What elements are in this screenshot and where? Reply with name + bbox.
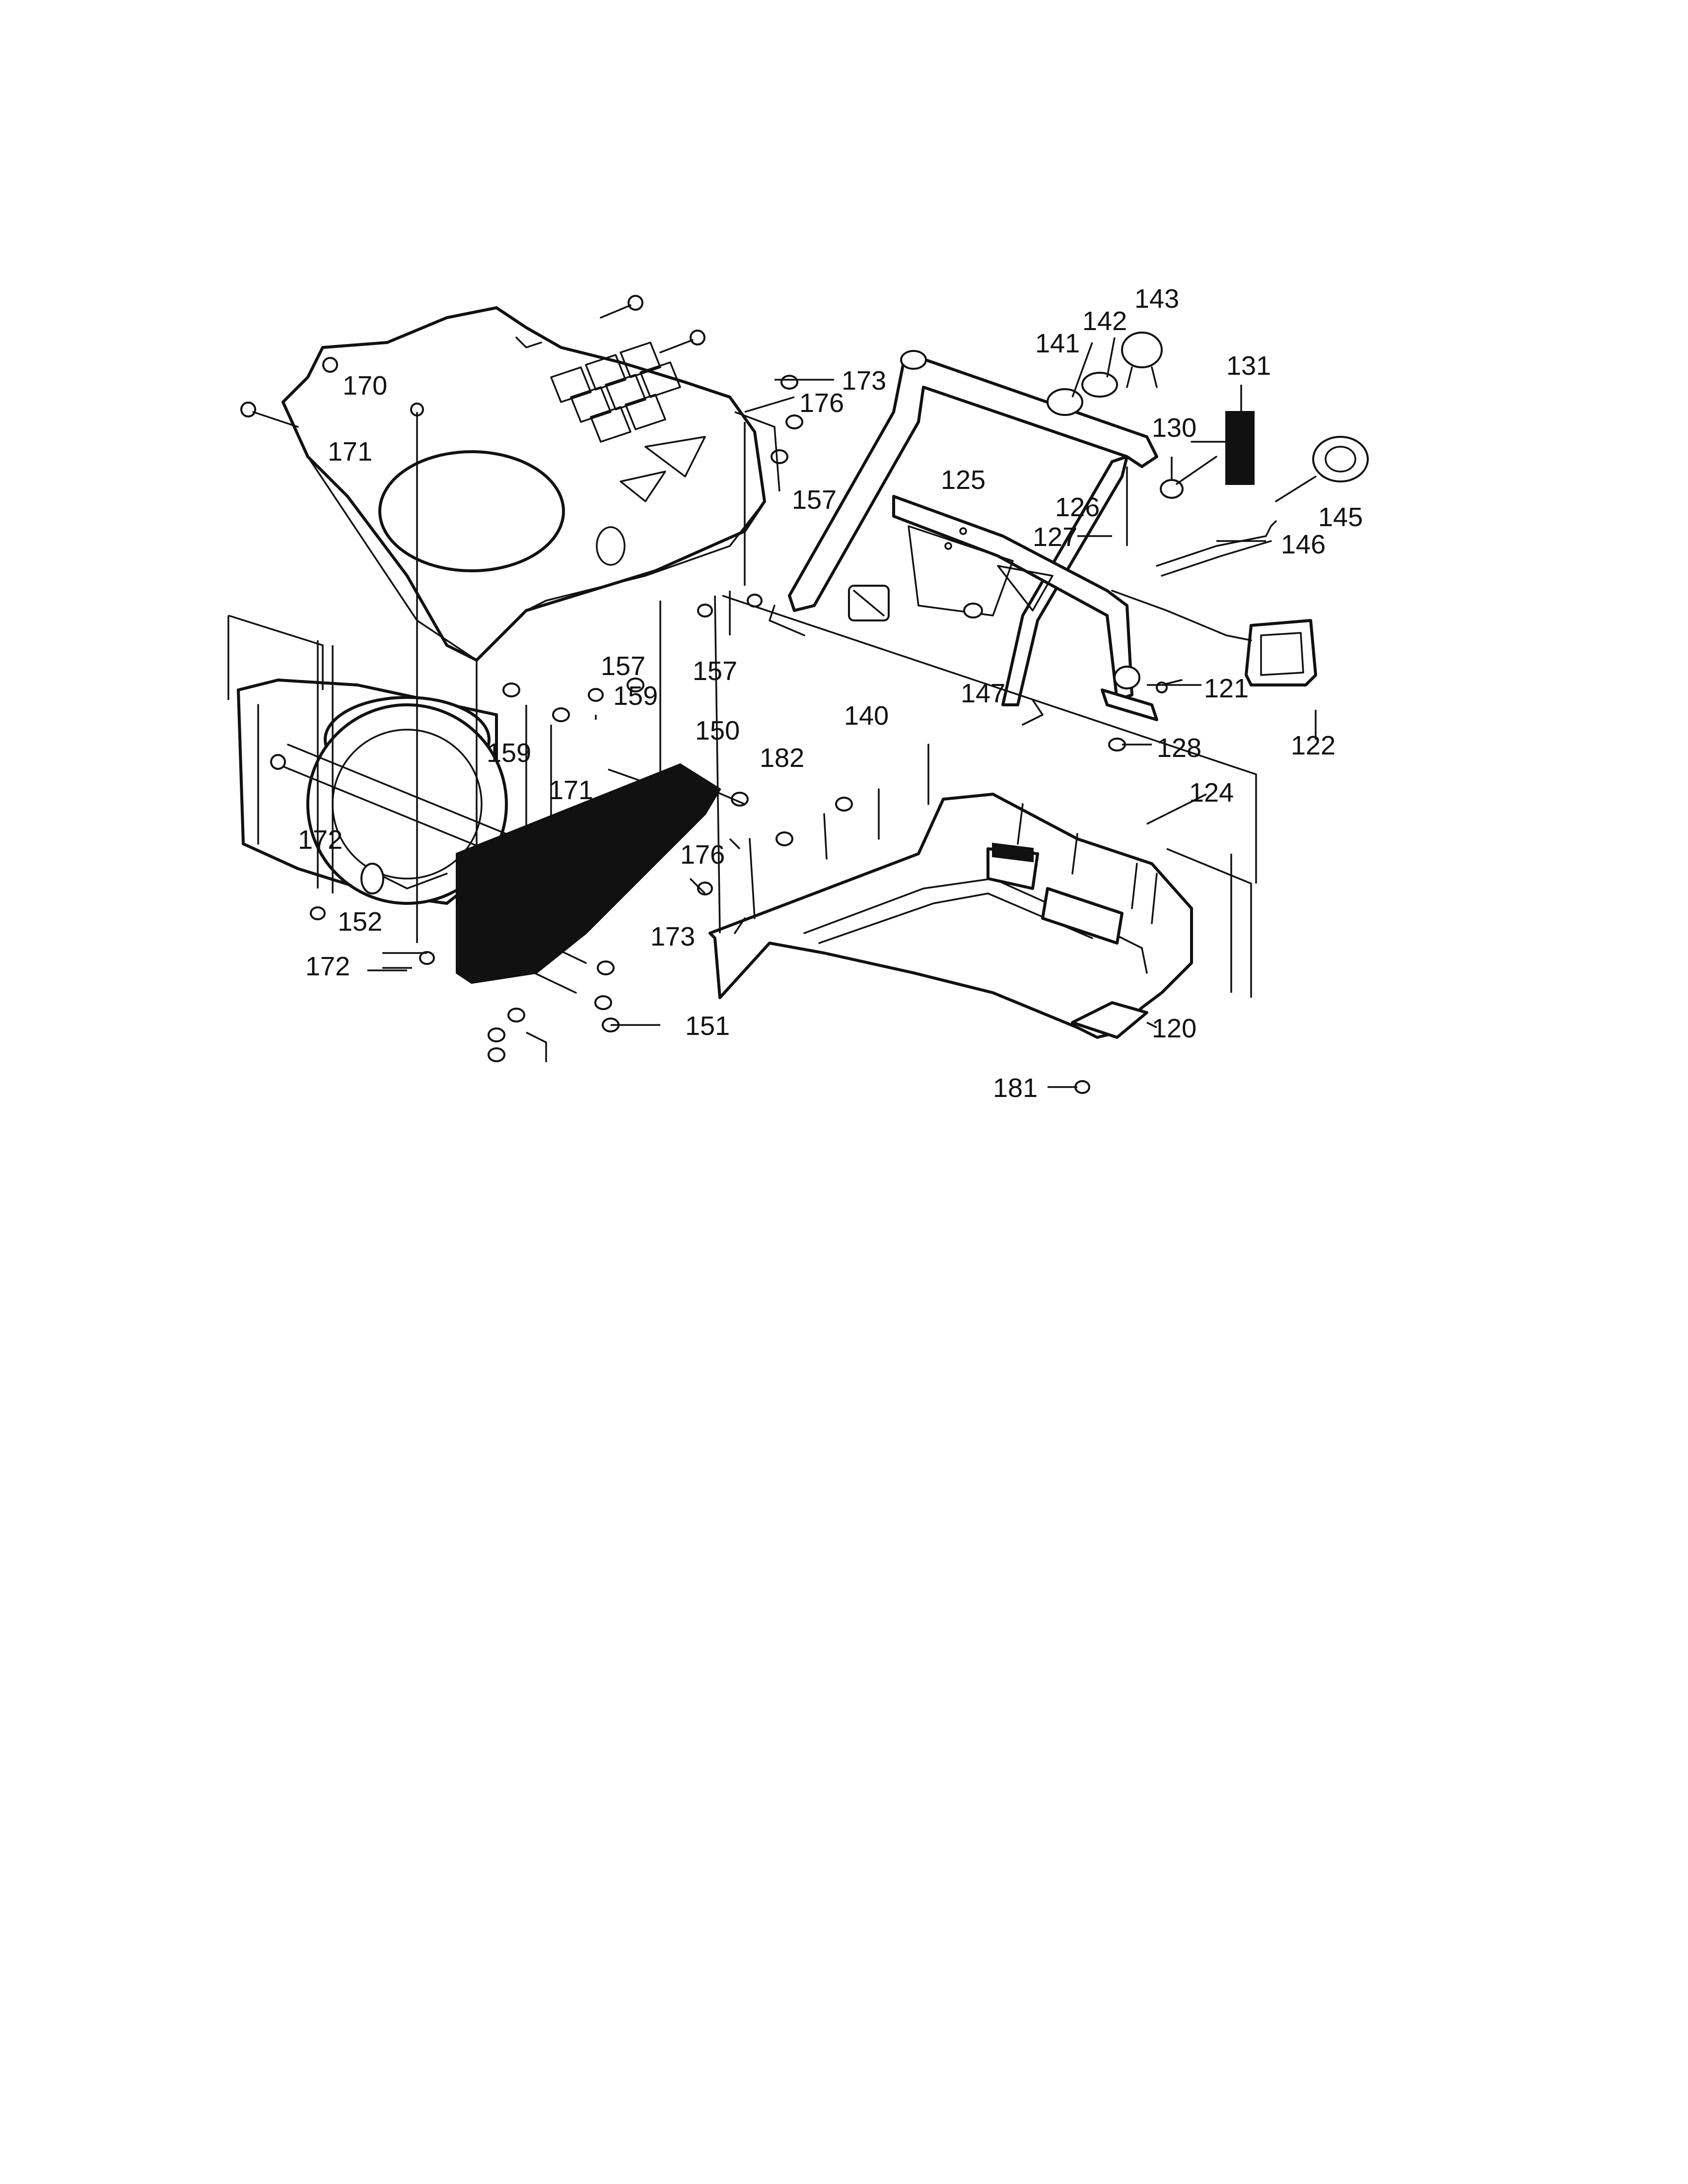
label-140: 140: [844, 701, 889, 731]
vent-slots: [550, 341, 681, 443]
label-130: 130: [1152, 413, 1196, 443]
label-131: 131: [1226, 351, 1271, 381]
label-172-top: 172: [298, 825, 343, 855]
label-120: 120: [1152, 1014, 1196, 1043]
label-171-top: 171: [328, 437, 372, 467]
label-170: 170: [343, 371, 387, 401]
part-labels: 170 173 176 171 157 157 157 159 159 171 …: [298, 284, 1363, 1103]
label-126: 126: [1055, 492, 1100, 522]
label-152: 152: [338, 907, 382, 937]
label-142: 142: [1082, 306, 1127, 336]
label-125: 125: [941, 465, 985, 495]
label-176-top: 176: [799, 388, 844, 418]
label-173-mid: 173: [650, 922, 695, 952]
label-146: 146: [1281, 530, 1326, 559]
label-176-mid: 176: [680, 840, 725, 870]
bottom-tray: [708, 744, 1193, 1039]
label-151: 151: [685, 1011, 730, 1041]
label-122: 122: [1291, 731, 1336, 760]
label-157-b: 157: [601, 651, 645, 681]
label-147: 147: [961, 679, 1005, 708]
label-143: 143: [1134, 284, 1179, 314]
label-159-b: 159: [487, 738, 531, 768]
leader-lines: [227, 337, 1317, 1088]
label-141: 141: [1035, 329, 1080, 358]
label-150: 150: [695, 716, 740, 746]
side-panel: [456, 763, 721, 994]
label-157-c: 157: [693, 656, 737, 686]
label-145: 145: [1318, 502, 1363, 532]
label-127: 127: [1033, 522, 1077, 552]
label-157-a: 157: [792, 485, 837, 515]
cover-screws: [240, 295, 705, 428]
label-128: 128: [1157, 733, 1201, 763]
label-181: 181: [993, 1073, 1038, 1103]
handle-frame: [769, 350, 1158, 726]
label-159-a: 159: [613, 681, 658, 711]
label-182: 182: [760, 743, 804, 773]
label-173-top: 173: [842, 366, 886, 396]
label-172-bottom: 172: [305, 952, 350, 981]
top-cover-shroud: [281, 306, 766, 662]
label-121: 121: [1204, 674, 1249, 703]
label-124: 124: [1189, 778, 1234, 808]
label-171-mid: 171: [549, 775, 593, 805]
